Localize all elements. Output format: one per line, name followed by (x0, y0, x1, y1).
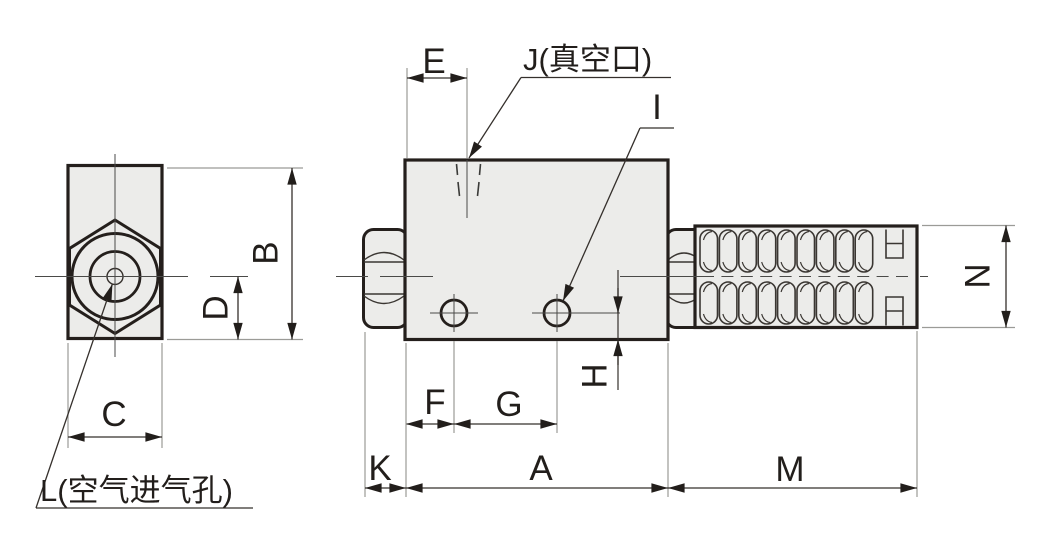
dim-h: H (576, 270, 623, 390)
side-view: E J(真空口) I H F G (336, 42, 1015, 497)
dim-b: B (167, 167, 303, 341)
dim-label-m: M (775, 450, 804, 489)
dim-n: N (922, 224, 1015, 329)
dim-k-a-m: K A M (364, 331, 918, 497)
hidden-port-dashes (455, 163, 482, 197)
dim-label-h: H (576, 363, 615, 388)
dim-label-c: C (101, 395, 126, 434)
dim-d: D (197, 276, 243, 340)
dim-label-g: G (495, 385, 522, 424)
i-leader-line (562, 127, 641, 302)
dim-label-f: F (424, 383, 445, 422)
dim-label-e: E (422, 42, 445, 81)
j-leader-line (468, 77, 522, 159)
label-i: I (562, 88, 674, 302)
dim-c: C (67, 343, 163, 448)
dim-e: E (406, 42, 468, 158)
label-l-text: L(空气进气孔) (40, 473, 233, 508)
l-leader-line (35, 283, 114, 509)
front-view: B D C L(空气进气孔) (35, 154, 303, 509)
dim-label-k: K (368, 449, 391, 488)
dim-label-b: B (247, 241, 286, 264)
inlet-hex-fitting (362, 228, 409, 329)
hole-left (430, 294, 478, 332)
muffler-end-notches (885, 229, 904, 326)
dim-label-a: A (529, 449, 553, 488)
front-centerlines (35, 154, 248, 357)
label-j-vacuum-port: J(真空口) (468, 42, 671, 159)
dim-label-n: N (959, 263, 998, 288)
dim-f-g: F G (406, 341, 558, 433)
dim-label-d: D (197, 295, 236, 320)
hole-right (532, 294, 620, 332)
label-j-text: J(真空口) (523, 42, 652, 77)
label-i-text: I (652, 88, 662, 127)
label-l-air-inlet: L(空气进气孔) (35, 283, 253, 509)
